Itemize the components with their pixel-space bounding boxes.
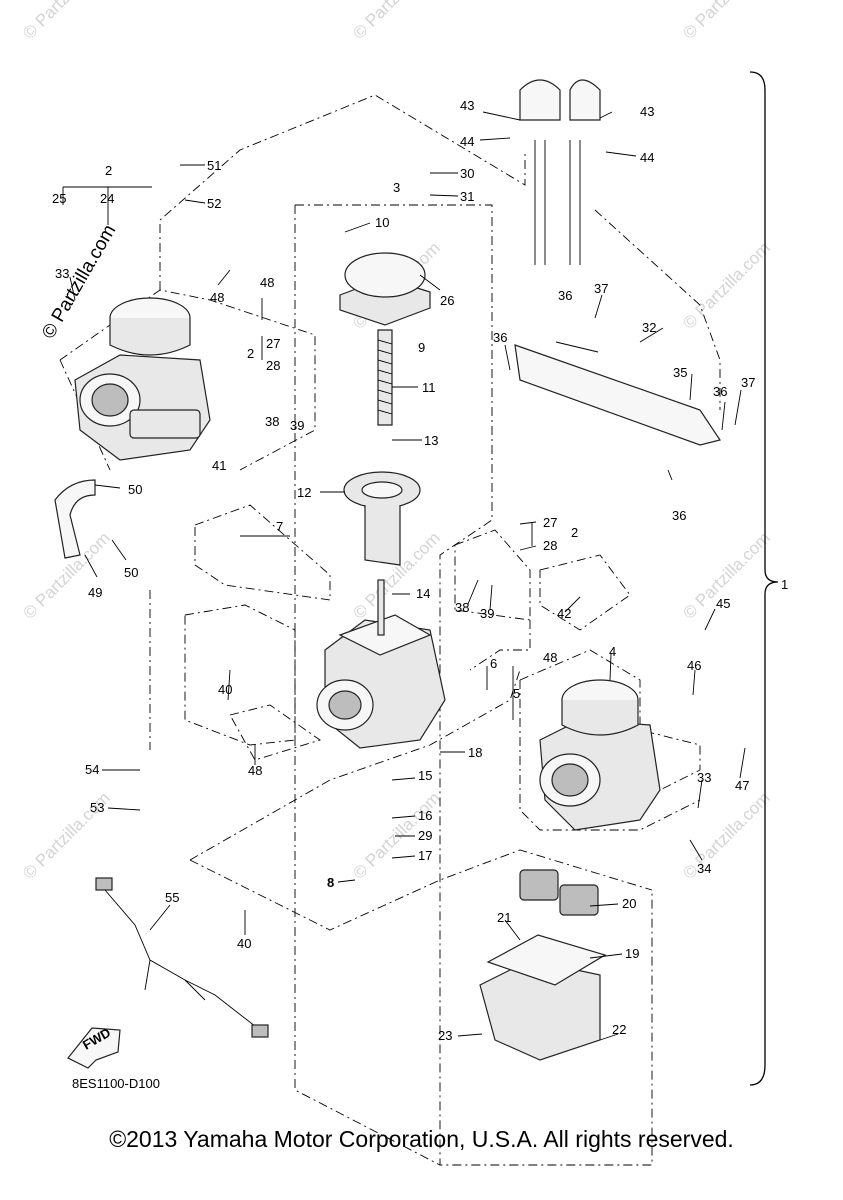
callout-43a: 43: [460, 98, 474, 113]
callout-44b: 44: [640, 150, 654, 165]
watermark: © Partzilla.com: [349, 0, 443, 43]
callout-51: 51: [207, 158, 221, 173]
callout-27a: 27: [266, 336, 280, 351]
callout-labels: 43 43 44 44 2 24 25 51 52 30 31 3 10 26 …: [52, 98, 788, 1043]
side-watermark: © Partzilla.com: [38, 221, 120, 342]
callout-16: 16: [418, 808, 432, 823]
callout-37b: 37: [741, 375, 755, 390]
watermark: © Partzilla.com: [19, 0, 113, 43]
callout-17: 17: [418, 848, 432, 863]
callout-55: 55: [165, 890, 179, 905]
callout-48c: 48: [543, 650, 557, 665]
callout-30: 30: [460, 166, 474, 181]
assembly-brace: [749, 71, 779, 1086]
callout-8: 8: [327, 875, 334, 890]
diaphragm-assembly: [339, 252, 431, 636]
callout-48b: 48: [210, 290, 224, 305]
callout-36a: 36: [558, 288, 572, 303]
callout-36c: 36: [713, 384, 727, 399]
callout-21: 21: [497, 910, 511, 925]
callout-35: 35: [673, 365, 687, 380]
mounting-bracket: [514, 344, 721, 446]
callout-18: 18: [468, 745, 482, 760]
watermark: © Partzilla.com: [679, 238, 773, 332]
float-bowl: [479, 869, 607, 1061]
carburetor-right: [539, 679, 661, 831]
callout-40b: 40: [237, 936, 251, 951]
callout-34: 34: [697, 861, 711, 876]
callout-53: 53: [90, 800, 104, 815]
callout-12: 12: [297, 485, 311, 500]
callout-25: 25: [52, 191, 66, 206]
callout-7: 7: [276, 519, 283, 534]
callout-33b: 33: [697, 770, 711, 785]
fwd-arrow-icon: FWD: [67, 1025, 121, 1069]
callout-23: 23: [438, 1028, 452, 1043]
callout-29: 29: [418, 828, 432, 843]
callout-43b: 43: [640, 104, 654, 119]
callout-19: 19: [625, 946, 639, 961]
callout-38b: 38: [455, 600, 469, 615]
callout-36d: 36: [672, 508, 686, 523]
callout-37a: 37: [594, 281, 608, 296]
callout-41: 41: [212, 458, 226, 473]
diagram-code: 8ES1100-D100: [72, 1076, 160, 1091]
callout-50b: 50: [124, 565, 138, 580]
callout-46: 46: [687, 658, 701, 673]
watermark: © Partzilla.com: [679, 788, 773, 882]
callout-15: 15: [418, 768, 432, 783]
hoses: [54, 79, 601, 559]
callout-44a: 44: [460, 134, 474, 149]
callout-39a: 39: [290, 418, 304, 433]
carburetor-center-body: [316, 614, 446, 749]
callout-52: 52: [207, 196, 221, 211]
callout-33a: 33: [55, 266, 69, 281]
copyright-notice: ©2013 Yamaha Motor Corporation, U.S.A. A…: [109, 1126, 734, 1152]
callout-2b: 2: [247, 346, 254, 361]
callout-48d: 48: [248, 763, 262, 778]
callout-13: 13: [424, 433, 438, 448]
callout-26: 26: [440, 293, 454, 308]
callout-50a: 50: [128, 482, 142, 497]
callout-6: 6: [490, 656, 497, 671]
callout-14: 14: [416, 586, 430, 601]
callout-2c: 2: [571, 525, 578, 540]
callout-28b: 28: [543, 538, 557, 553]
callout-27b: 27: [543, 515, 557, 530]
callout-3: 3: [393, 180, 400, 195]
callout-28a: 28: [266, 358, 280, 373]
leader-lines: [62, 111, 746, 1041]
callout-5: 5: [513, 686, 520, 701]
callout-54: 54: [85, 762, 99, 777]
callout-20: 20: [622, 896, 636, 911]
callout-31: 31: [460, 189, 474, 204]
callout-36b: 36: [493, 330, 507, 345]
watermark: © Partzilla.com: [679, 0, 773, 43]
callout-9: 9: [418, 340, 425, 355]
callout-49: 49: [88, 585, 102, 600]
callout-47: 47: [735, 778, 749, 793]
callout-48a: 48: [260, 275, 274, 290]
callout-38a: 38: [265, 414, 279, 429]
callout-11: 11: [422, 380, 436, 395]
callout-1: 1: [781, 577, 788, 592]
callout-40a: 40: [218, 682, 232, 697]
callout-45: 45: [716, 596, 730, 611]
callout-10: 10: [375, 215, 389, 230]
callout-39b: 39: [480, 606, 494, 621]
callout-2a: 2: [105, 163, 112, 178]
callout-42: 42: [557, 606, 571, 621]
wire-harness: [95, 877, 269, 1038]
callout-32: 32: [642, 320, 656, 335]
callout-4: 4: [609, 644, 616, 659]
carburetor-left: [74, 297, 211, 461]
callout-22: 22: [612, 1022, 626, 1037]
callout-24: 24: [100, 191, 114, 206]
